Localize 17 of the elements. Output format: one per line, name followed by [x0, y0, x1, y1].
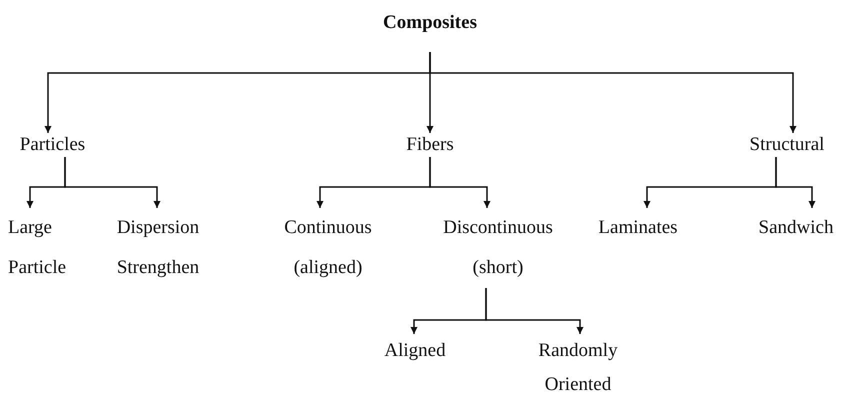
arrow — [429, 157, 490, 208]
category-label: Randomly Oriented — [537, 339, 619, 397]
arrow — [429, 52, 796, 133]
arrow — [775, 157, 816, 208]
category-label: Sandwich — [758, 216, 834, 240]
arrow — [485, 288, 584, 334]
arrow — [64, 157, 160, 208]
category-label: Continuous (aligned) — [283, 216, 373, 280]
category-label: Large Particle — [8, 216, 68, 280]
category-label: Laminates — [597, 216, 679, 240]
category-label: Fibers — [405, 133, 455, 157]
category-label: Discontinuous (short) — [442, 216, 554, 280]
category-label: Structural — [748, 133, 826, 157]
heading: Composites — [382, 11, 478, 35]
category-label: Dispersion Strengthen — [116, 216, 200, 280]
category-label: Particles — [18, 133, 86, 157]
category-label: Aligned — [383, 339, 447, 363]
